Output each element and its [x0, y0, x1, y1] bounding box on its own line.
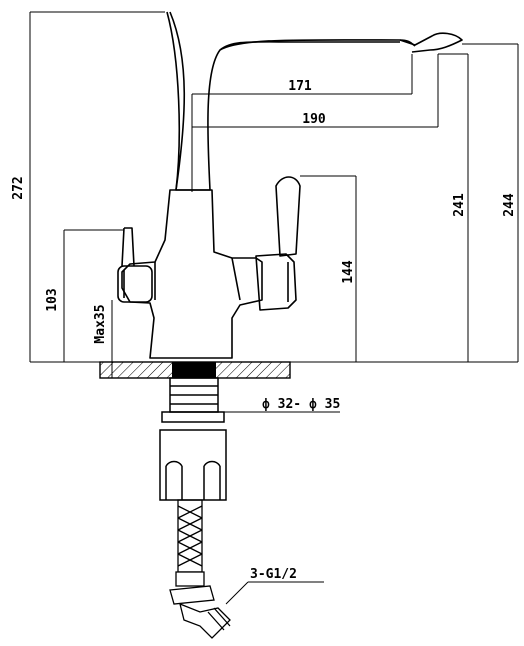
dim-handle-height: 144: [341, 260, 356, 284]
dim-mounting-hole: ф 32- ф 35: [262, 397, 340, 412]
angled-connector: [179, 602, 231, 639]
dim-side-handle-height: 103: [45, 288, 60, 311]
dimension-lines: [29, 11, 519, 605]
right-handle-lever: [275, 176, 301, 257]
main-body: [121, 189, 263, 359]
body-lower-detail: [154, 257, 241, 301]
dim-total-height: 272: [11, 176, 26, 199]
mounting-washer: [161, 411, 225, 423]
faucet-body: [117, 11, 463, 359]
right-handle-base: [255, 253, 297, 311]
hose-fitting: [175, 571, 205, 587]
dim-spout-height-1: 241: [452, 193, 467, 217]
left-lever: [121, 227, 135, 267]
dim-connection: 3-G1/2: [250, 567, 297, 582]
dim-spout-height-2: 244: [502, 193, 517, 217]
dim-max-counter: Max35: [93, 304, 108, 343]
flex-hose: [169, 499, 231, 639]
spout-tip: [399, 32, 463, 53]
mounting-nut: [159, 429, 227, 501]
spout-riser: [166, 11, 400, 191]
mounting-assembly: [159, 377, 227, 501]
left-handle-cap: [117, 265, 153, 303]
dim-spout-reach-1: 171: [288, 79, 312, 94]
countertop: [30, 361, 518, 379]
dim-spout-reach-2: 190: [302, 112, 326, 127]
